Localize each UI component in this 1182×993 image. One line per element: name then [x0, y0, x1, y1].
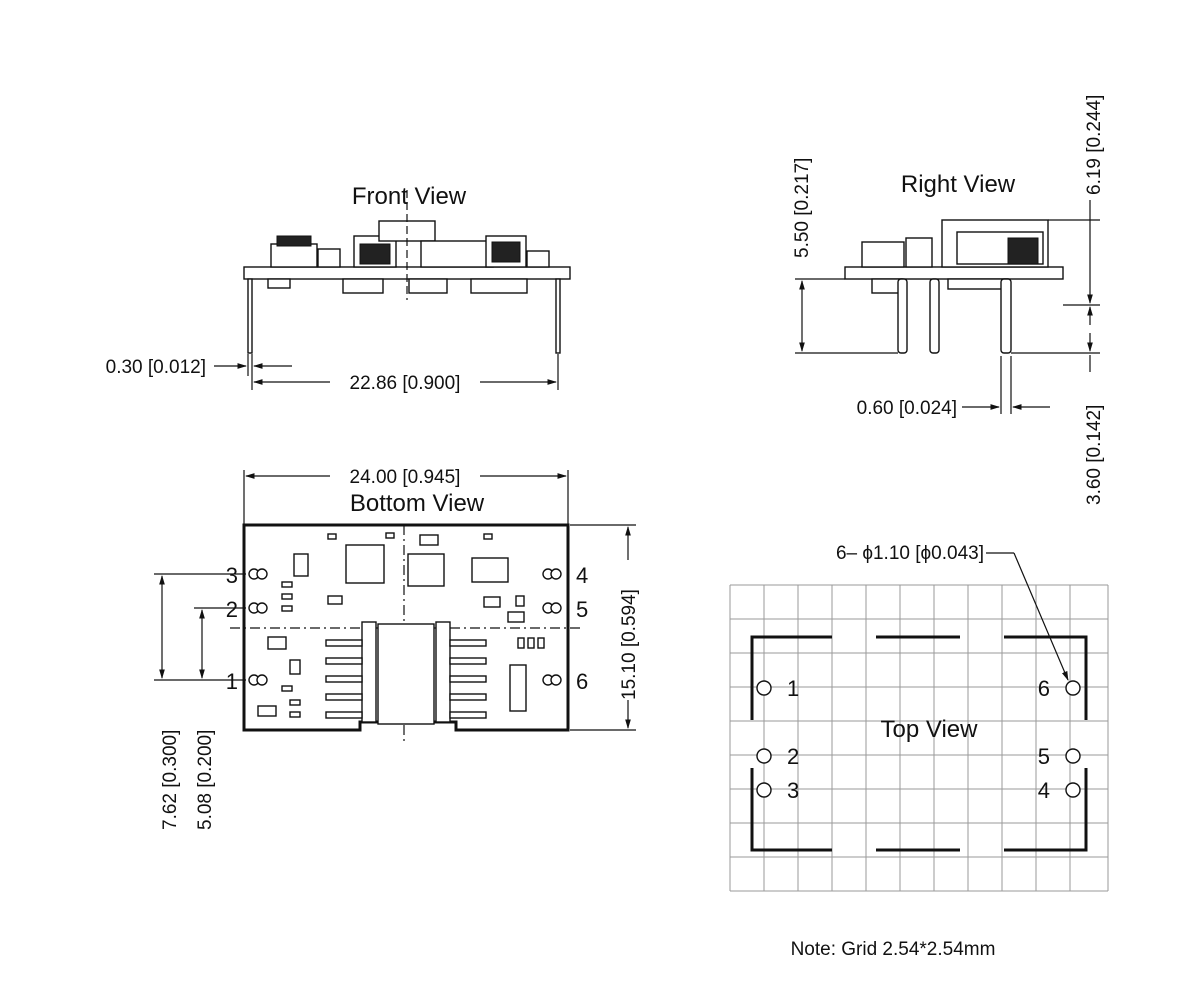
dim-pin-thickness: 0.60 [0.024]: [857, 398, 957, 419]
dim-total-height: 6.19 [0.244]: [1084, 95, 1105, 195]
bottom-transformer: [377, 623, 435, 725]
right-component: [947, 278, 1009, 290]
bottom-pin-5-label: 5: [576, 597, 588, 622]
right-component: [861, 241, 905, 268]
right-pin: [897, 278, 908, 354]
dim-hole-callout: 6– ϕ1.10 [ϕ0.043]: [836, 543, 984, 564]
bottom-pin-6-label: 6: [576, 669, 588, 694]
dim-body-width: 15.10 [0.594]: [619, 589, 640, 700]
right-pin: [1000, 278, 1012, 354]
bottom-ic: [471, 557, 509, 583]
dim-pin-pitch-front: 22.86 [0.900]: [350, 373, 461, 394]
front-transformer-coil: [491, 241, 521, 263]
top-view: Top View 1 2 3 4 5 6 6– ϕ1.10 [ϕ0.043]: [729, 543, 1109, 892]
front-pin: [247, 278, 253, 354]
top-outline-bracket: [750, 635, 832, 720]
front-component: [276, 235, 312, 247]
bottom-pin-3-label: 3: [226, 563, 238, 588]
bottom-ic: [345, 544, 385, 584]
top-outline-bracket: [750, 768, 832, 852]
bottom-ic: [407, 553, 445, 587]
top-pin-1-label: 1: [787, 676, 799, 701]
bottom-component: [419, 534, 439, 546]
right-view-title: Right View: [901, 171, 1016, 198]
bottom-pin-pads: [248, 568, 562, 686]
top-pin-4-label: 4: [1038, 778, 1050, 803]
right-component: [905, 237, 933, 268]
right-transformer-coil: [1007, 237, 1039, 265]
callout-leader: [1013, 552, 1069, 681]
dim-body-length: 24.00 [0.945]: [350, 467, 461, 488]
bottom-component: [257, 705, 277, 717]
bottom-component: [509, 664, 527, 712]
bottom-component: [507, 611, 525, 623]
front-component: [317, 248, 341, 268]
bottom-pin-2-label: 2: [226, 597, 238, 622]
top-pin-3-label: 3: [787, 778, 799, 803]
front-component: [270, 243, 318, 268]
bottom-pin-4-label: 4: [576, 563, 588, 588]
bottom-component: [267, 636, 287, 650]
bottom-view-title: Bottom View: [350, 490, 485, 517]
dim-pin-span-1-3: 7.62 [0.300]: [160, 730, 181, 830]
dim-board-height: 5.50 [0.217]: [792, 158, 813, 258]
front-transformer-coil: [359, 243, 391, 265]
front-view-title: Front View: [352, 183, 467, 210]
front-pin: [555, 278, 561, 354]
bottom-outline: [242, 523, 570, 732]
front-component: [342, 278, 384, 294]
front-component: [470, 278, 528, 294]
bottom-component: [327, 595, 343, 605]
bottom-component: [293, 553, 309, 577]
top-view-title: Top View: [881, 716, 979, 743]
grid-note: Note: Grid 2.54*2.54mm: [791, 939, 996, 960]
dim-pin-span-1-2: 5.08 [0.200]: [195, 730, 216, 830]
bottom-transformer-leg: [361, 621, 377, 723]
right-pin: [929, 278, 940, 354]
top-outline-bracket: [1004, 635, 1088, 720]
bottom-pin-1-label: 1: [226, 669, 238, 694]
front-component: [526, 250, 550, 268]
bottom-component: [483, 596, 501, 608]
bottom-transformer-pins: [325, 639, 487, 719]
bottom-small-passives: [281, 532, 545, 718]
bottom-view: Bottom View 24.00 [0.945]: [154, 467, 640, 830]
dim-pin-width: 0.30 [0.012]: [106, 357, 206, 378]
front-view: Front View 0.30 [0.012] 22.86 [0.900]: [106, 183, 571, 394]
top-pin-5-label: 5: [1038, 744, 1050, 769]
top-pin-2-label: 2: [787, 744, 799, 769]
right-view: Right View 5.50 [0.217] 6.19 [0.244] 3.6…: [792, 95, 1105, 505]
top-pin-6-label: 6: [1038, 676, 1050, 701]
top-view-holes: [756, 680, 1081, 798]
bottom-transformer-leg: [435, 621, 451, 723]
top-outline-bracket: [1004, 768, 1088, 852]
front-component: [420, 240, 494, 268]
right-pcb: [844, 266, 1064, 280]
dim-pin-length: 3.60 [0.142]: [1084, 405, 1105, 505]
front-component: [408, 278, 448, 294]
front-component: [267, 278, 291, 289]
